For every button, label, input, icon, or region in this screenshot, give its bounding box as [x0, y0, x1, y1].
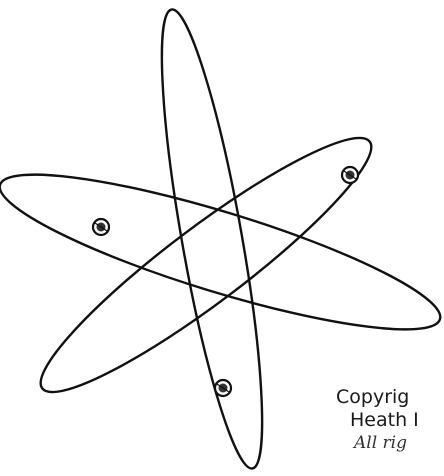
copyright-line: Copyrig: [336, 386, 444, 409]
copyright-notice: Copyrig Heath I All rig: [336, 386, 444, 455]
rights-line: All rig: [336, 432, 444, 455]
orbit-horizontal: [0, 147, 444, 358]
orbit-diagonal: [19, 111, 392, 418]
publisher-line: Heath I: [336, 409, 444, 432]
electron-right: [342, 167, 358, 183]
orbit-vertical: [142, 4, 282, 473]
electron-bottom: [215, 380, 231, 396]
electron-left: [93, 219, 109, 235]
